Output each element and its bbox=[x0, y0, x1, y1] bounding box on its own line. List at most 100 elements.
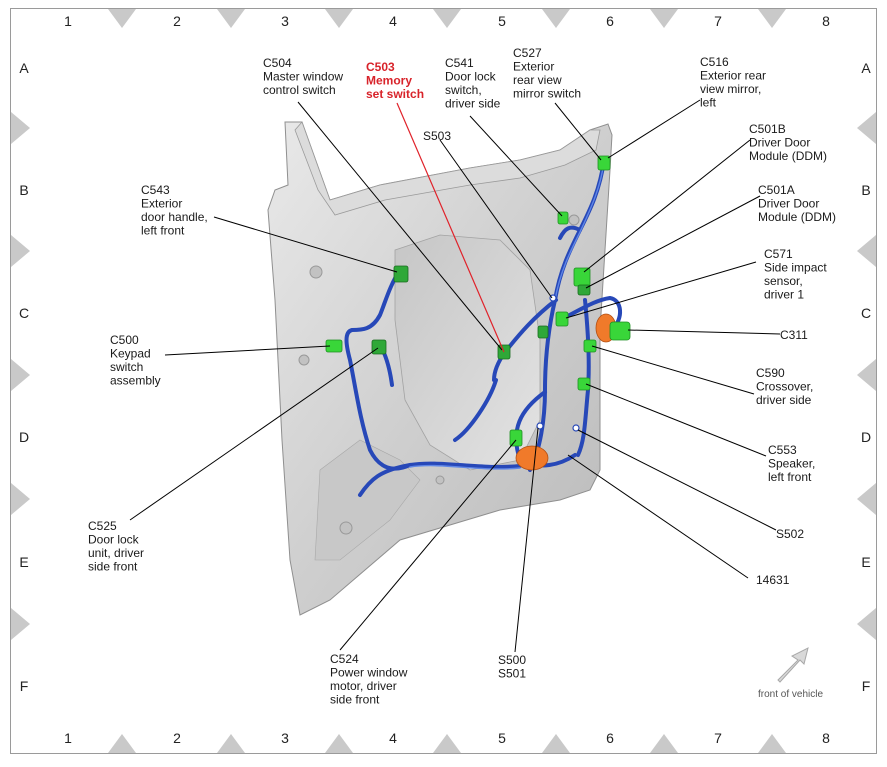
grid-row-F-right: F bbox=[862, 678, 871, 694]
callout-c524-line-1: C524 bbox=[330, 652, 359, 666]
callout-c516-line-2: Exterior rear bbox=[700, 69, 766, 83]
callout-c527-line-4: mirror switch bbox=[513, 87, 581, 101]
grid-col-5-top: 5 bbox=[498, 13, 506, 29]
callout-c501a-line-2: Driver Door bbox=[758, 197, 819, 211]
callout-c525-line-1: C525 bbox=[88, 519, 117, 533]
callout-s502-line-1: S502 bbox=[776, 527, 804, 541]
callout-c527-line-1: C527 bbox=[513, 46, 542, 60]
callout-s503-line-1: S503 bbox=[423, 129, 451, 143]
callout-c501a-line-1: C501A bbox=[758, 183, 795, 197]
grid-col-6-top: 6 bbox=[606, 13, 614, 29]
border-marker-left-2 bbox=[11, 235, 30, 267]
border-marker-bottom-6 bbox=[650, 734, 678, 753]
callout-c501b-line-3: Module (DDM) bbox=[749, 149, 827, 163]
grid-row-D-left: D bbox=[19, 429, 29, 445]
border-marker-top-7 bbox=[758, 9, 786, 28]
connector-c553 bbox=[577, 377, 591, 391]
callout-c541-line-3: switch, bbox=[445, 83, 482, 97]
leader-lines bbox=[129, 99, 781, 653]
callout-c503-line-3: set switch bbox=[366, 87, 424, 101]
callout-c571-line-1: C571 bbox=[764, 247, 793, 261]
callout-c524-line-4: side front bbox=[330, 693, 380, 707]
grid-col-6-bottom: 6 bbox=[606, 730, 614, 746]
callout-c504-line-3: control switch bbox=[263, 83, 336, 97]
grid-row-E-right: E bbox=[861, 554, 870, 570]
border-marker-right-3 bbox=[857, 359, 876, 391]
callout-c541-line-1: C541 bbox=[445, 56, 474, 70]
callout-c571-line-4: driver 1 bbox=[764, 288, 804, 302]
grid-col-1-top: 1 bbox=[64, 13, 72, 29]
grid-col-4-top: 4 bbox=[389, 13, 397, 29]
grid-col-1-bottom: 1 bbox=[64, 730, 72, 746]
callout-c527-line-3: rear view bbox=[513, 73, 562, 87]
border-marker-right-4 bbox=[857, 483, 876, 515]
grid-col-5-bottom: 5 bbox=[498, 730, 506, 746]
callout-c500-line-3: switch bbox=[110, 360, 143, 374]
grid-row-A-right: A bbox=[861, 60, 871, 76]
power-window-motor bbox=[515, 445, 549, 471]
callout-c524-line-3: motor, driver bbox=[330, 679, 397, 693]
border-marker-left-1 bbox=[11, 112, 30, 144]
callout-c571-line-2: Side impact bbox=[764, 261, 827, 275]
front-of-vehicle-label: front of vehicle bbox=[758, 689, 823, 700]
border-marker-right-2 bbox=[857, 235, 876, 267]
callout-c590-line-2: Crossover, bbox=[756, 380, 813, 394]
callout-c501b-line-1: C501B bbox=[749, 122, 786, 136]
connector-c525 bbox=[371, 339, 387, 355]
border-marker-bottom-7 bbox=[758, 734, 786, 753]
grid-row-C-left: C bbox=[19, 305, 29, 321]
connector-c590 bbox=[583, 339, 597, 353]
callout-c553-line-3: left front bbox=[768, 470, 812, 484]
connector-c571 bbox=[555, 311, 569, 327]
callout-c571-line-3: sensor, bbox=[764, 274, 803, 288]
callout-c541-line-4: driver side bbox=[445, 97, 501, 111]
border-marker-top-4 bbox=[433, 9, 461, 28]
grid-border-markers bbox=[11, 9, 876, 753]
border-marker-top-3 bbox=[325, 9, 353, 28]
border-marker-bottom-2 bbox=[217, 734, 245, 753]
callout-c516-line-1: C516 bbox=[700, 55, 729, 69]
border-marker-bottom-5 bbox=[542, 734, 570, 753]
border-marker-top-2 bbox=[217, 9, 245, 28]
border-marker-bottom-3 bbox=[325, 734, 353, 753]
callout-w14631: 14631 bbox=[756, 573, 790, 587]
callout-c590-line-1: C590 bbox=[756, 366, 785, 380]
callout-c503-line-1: C503 bbox=[366, 60, 395, 74]
grid-col-2-bottom: 2 bbox=[173, 730, 181, 746]
connector-c543 bbox=[393, 265, 409, 283]
callout-c500-line-2: Keypad bbox=[110, 347, 151, 361]
border-marker-right-5 bbox=[857, 608, 876, 640]
callout-c500-line-1: C500 bbox=[110, 333, 139, 347]
border-marker-right-1 bbox=[857, 112, 876, 144]
front-arrow-icon bbox=[777, 647, 809, 683]
callout-w14631-line-1: 14631 bbox=[756, 573, 790, 587]
connector-c524 bbox=[509, 429, 523, 447]
callout-c553-line-2: Speaker, bbox=[768, 457, 815, 471]
grid-col-4-bottom: 4 bbox=[389, 730, 397, 746]
grid-row-E-left: E bbox=[19, 554, 28, 570]
door-inner-recess bbox=[394, 234, 541, 471]
door-panel-illustration bbox=[267, 121, 613, 616]
callout-c543-line-4: left front bbox=[141, 224, 185, 238]
grid-row-D-right: D bbox=[861, 429, 871, 445]
callout-c543-line-2: Exterior bbox=[141, 197, 182, 211]
callout-c543-line-1: C543 bbox=[141, 183, 170, 197]
callout-c527-line-2: Exterior bbox=[513, 60, 554, 74]
callout-c553-line-1: C553 bbox=[768, 443, 797, 457]
callout-c524-line-2: Power window bbox=[330, 666, 408, 680]
grid-row-F-left: F bbox=[20, 678, 29, 694]
callout-c500-line-4: assembly bbox=[110, 374, 161, 388]
callout-s503: S503 bbox=[423, 129, 451, 143]
grid-col-3-bottom: 3 bbox=[281, 730, 289, 746]
